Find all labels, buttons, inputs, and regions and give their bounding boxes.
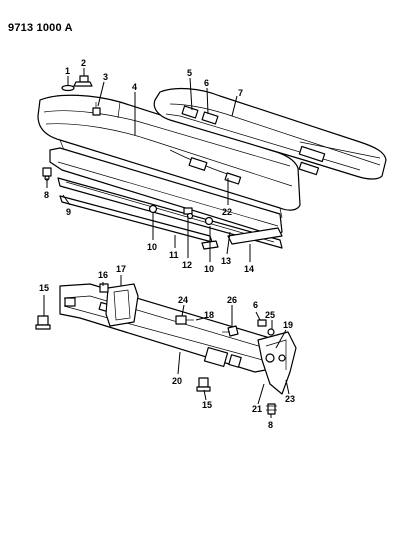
molding-strip: [227, 227, 283, 245]
callout-15-left: 15: [39, 283, 49, 293]
callout-labels: 1 2 3 4 5 6 7 8 9 10 11 12 10 13 14 22 1…: [39, 58, 295, 430]
callout-22: 22: [222, 207, 232, 217]
callout-2: 2: [81, 58, 86, 68]
callout-13: 13: [221, 256, 231, 266]
callout-16: 16: [98, 270, 108, 280]
callout-8-lower: 8: [268, 420, 273, 430]
leader-lines: [43, 68, 290, 418]
document-id: 9713 1000 A: [8, 22, 73, 34]
callout-10-right: 10: [204, 264, 214, 274]
callout-17: 17: [116, 264, 126, 274]
absorber-bracket: [105, 283, 139, 327]
callout-26: 26: [227, 295, 237, 305]
callout-23: 23: [285, 394, 295, 404]
callout-14: 14: [244, 264, 254, 274]
callout-25: 25: [265, 310, 275, 320]
bumper-reinforcement: [59, 283, 279, 373]
callout-10-left: 10: [147, 242, 157, 252]
fasteners-bottom: [35, 283, 277, 415]
callout-12: 12: [182, 260, 192, 270]
callout-19: 19: [283, 320, 293, 330]
callout-11: 11: [169, 250, 179, 260]
callout-6-upper: 6: [204, 78, 209, 88]
callout-24: 24: [178, 295, 188, 305]
callout-8-upper: 8: [44, 190, 49, 200]
side-bracket: [257, 331, 297, 395]
callout-5: 5: [187, 68, 192, 78]
bumper-fascia: [37, 94, 301, 219]
top-clips: [42, 75, 214, 226]
callout-6-lower: 6: [253, 300, 258, 310]
callout-15-lower: 15: [202, 400, 212, 410]
callout-3: 3: [103, 72, 108, 82]
bumper-upper-cover: [153, 87, 387, 180]
callout-20: 20: [172, 376, 182, 386]
callout-21: 21: [252, 404, 262, 414]
callout-18: 18: [204, 310, 214, 320]
callout-1: 1: [65, 66, 70, 76]
callout-7: 7: [238, 88, 243, 98]
callout-4: 4: [132, 82, 137, 92]
callout-9: 9: [66, 207, 71, 217]
